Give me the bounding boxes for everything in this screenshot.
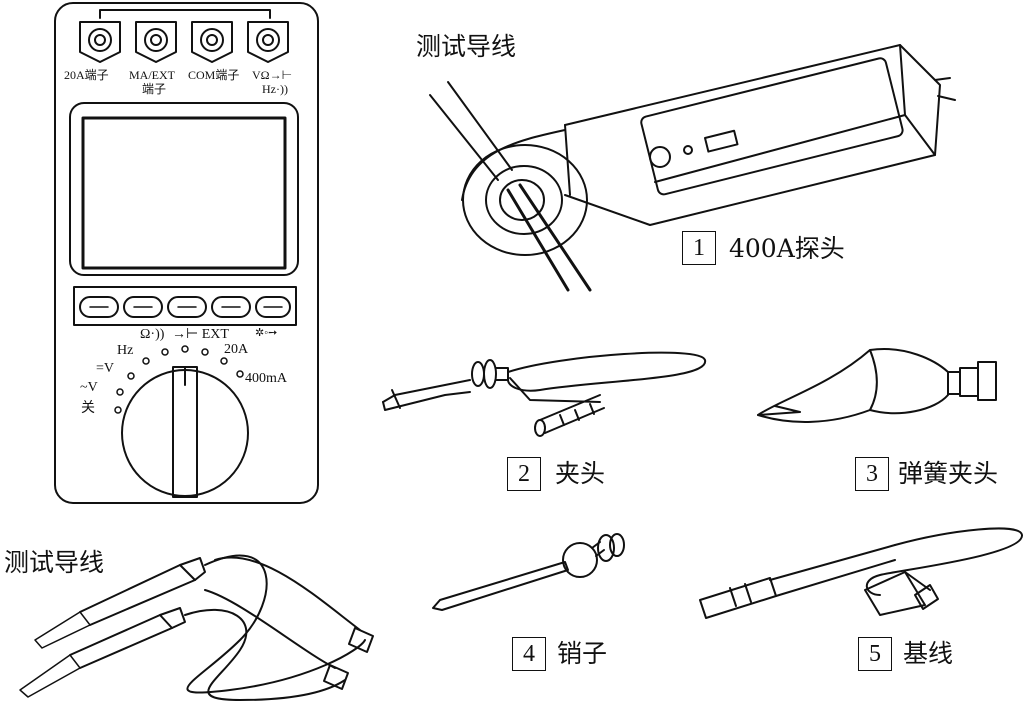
item-5-caption: 基线 [903, 639, 954, 668]
item-1-caption: 400A探头 [729, 234, 845, 263]
dial-hz-label: Hz [117, 343, 134, 358]
rotary-dial [121, 369, 249, 497]
item-4-caption: 销子 [557, 639, 608, 668]
pin-probe [432, 533, 625, 611]
dial-20a-label: 20A [224, 342, 249, 357]
item-1-number: 1 [682, 231, 716, 265]
terminal-20a [79, 21, 121, 63]
terminal-ma-ext [135, 21, 177, 63]
function-button-4 [211, 296, 251, 318]
item-2-number: 2 [507, 457, 541, 491]
alligator-clip [382, 351, 707, 437]
terminal-ma-ext-label: MA/EXT [129, 68, 175, 82]
dial-hold-label: ✲◦➙ [255, 327, 278, 339]
item-5-number: 5 [858, 637, 892, 671]
terminal-com-label: COM端子 [188, 68, 240, 82]
spring-clip [757, 348, 997, 423]
terminal-20a-label: 20A端子 [64, 68, 109, 82]
clamp-probe-400a [429, 44, 956, 292]
dial-off-label: 关 [81, 401, 95, 416]
item-2-caption: 夹头 [555, 459, 606, 488]
terminal-hz-label: Hz·)) [262, 82, 288, 96]
dial-400ma-label: 400mA [245, 371, 287, 386]
multimeter [54, 2, 319, 504]
display-bezel [69, 102, 299, 276]
function-button-3 [167, 296, 207, 318]
item-4-number: 4 [512, 637, 546, 671]
terminal-v-ohm [247, 21, 289, 63]
dial-acv-label: ~V [80, 380, 98, 395]
meter-body [54, 2, 319, 504]
terminal-ma-ext-sub-label: 端子 [142, 82, 167, 96]
dial-knob [172, 366, 198, 498]
dial-diode-ext-label: →⊢ EXT [172, 327, 229, 342]
function-button-1 [79, 296, 119, 318]
top-test-lead-title: 测试导线 [416, 32, 517, 61]
ground-lead [699, 527, 1024, 619]
test-leads [19, 554, 374, 701]
terminal-v-ohm-label: VΩ→⊢ [252, 68, 293, 82]
dial-dcv-label: =V [96, 361, 115, 376]
display-screen [81, 116, 287, 270]
item-3-caption: 弹簧夹头 [898, 459, 999, 488]
function-button-2 [123, 296, 163, 318]
item-3-number: 3 [855, 457, 889, 491]
terminal-bridge [99, 9, 271, 19]
function-button-5 [255, 296, 291, 318]
terminal-com [191, 21, 233, 63]
button-panel [73, 286, 297, 326]
dial-ohm-label: Ω·)) [140, 327, 165, 342]
dial-position-dots [114, 345, 244, 414]
bottom-test-lead-title: 测试导线 [4, 548, 105, 577]
